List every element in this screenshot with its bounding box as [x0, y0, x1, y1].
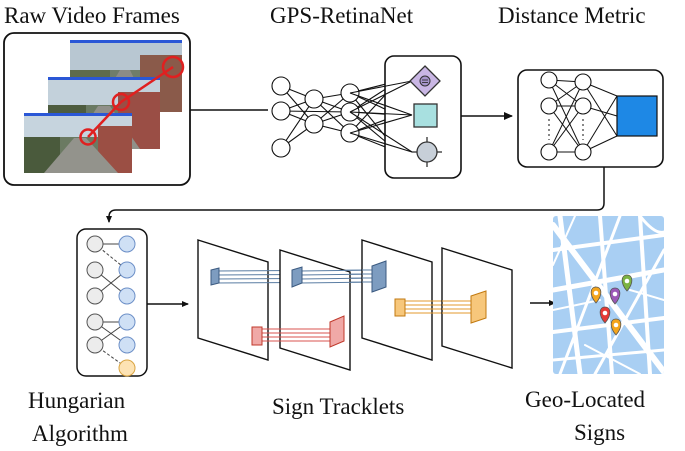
tracklet-frame: [279, 249, 351, 371]
hungarian-target-node: [118, 313, 136, 331]
distance-metric-box: [517, 69, 664, 168]
map-pin-icon: [590, 286, 602, 304]
network-node: [574, 97, 592, 115]
distance-metric-label: Distance Metric: [498, 3, 646, 28]
sign-tracklets: [197, 239, 513, 371]
network-node: [271, 101, 291, 121]
hungarian-target-node: [118, 336, 136, 354]
hungarian-label-line2: Algorithm: [32, 421, 128, 446]
map-pin-icon: [599, 306, 611, 324]
network-node: [540, 97, 558, 115]
network-edges: [280, 80, 399, 153]
detection-circle: [161, 55, 185, 79]
detection-circle: [111, 92, 131, 112]
network-node: [304, 89, 324, 109]
tracklet-box-blue: [291, 266, 303, 288]
hungarian-target-node: [118, 261, 136, 279]
raw-video-frames-box: [3, 32, 191, 186]
hungarian-source-node: [86, 313, 104, 331]
geo-located-map: [553, 216, 664, 374]
hungarian-new-node: [118, 359, 136, 377]
network-node: [304, 114, 324, 134]
network-node: [271, 76, 291, 96]
geo-located-label-line2: Signs: [574, 420, 626, 445]
map-pin-icon: [609, 287, 621, 305]
map-pin-icon: [610, 318, 622, 336]
tracklet-box-orange: [394, 298, 406, 317]
gps-retinanet-network: [271, 55, 462, 179]
hungarian-source-node: [86, 235, 104, 253]
network-node: [574, 143, 592, 161]
distance-embedding-block: [616, 95, 658, 137]
hungarian-algorithm-box: [76, 228, 148, 377]
gps-retinanet-label: GPS-RetinaNet: [270, 3, 414, 28]
video-frame-front: [24, 113, 132, 173]
tracklet-box-red: [329, 315, 345, 348]
network-node: [540, 143, 558, 161]
hungarian-label-line1: Hungarian: [28, 388, 126, 413]
hungarian-source-node: [86, 336, 104, 354]
tracklet-box-red: [251, 326, 263, 346]
network-node: [540, 71, 558, 89]
tracklet-box-orange: [470, 290, 487, 324]
hungarian-target-node: [118, 287, 136, 305]
geo-located-label-line1: Geo-Located: [525, 387, 646, 412]
bbox-square-icon: [413, 103, 438, 128]
network-node: [271, 138, 291, 158]
tracklet-box-blue: [210, 267, 220, 286]
map-pins: [590, 274, 633, 336]
map-pin-icon: [621, 274, 633, 292]
classification-diamond-icon: [409, 65, 441, 97]
detection-circle: [79, 128, 97, 146]
arrow-distance-to-hungarian: [106, 167, 605, 223]
raw-video-frames-label: Raw Video Frames: [4, 3, 180, 28]
sign-tracklets-label: Sign Tracklets: [272, 394, 405, 419]
hungarian-target-node: [118, 235, 136, 253]
tracklet-box-blue: [371, 260, 387, 293]
network-node: [574, 73, 592, 91]
hungarian-source-node: [86, 261, 104, 279]
hungarian-source-node: [86, 287, 104, 305]
gps-target-icon: [412, 137, 442, 167]
